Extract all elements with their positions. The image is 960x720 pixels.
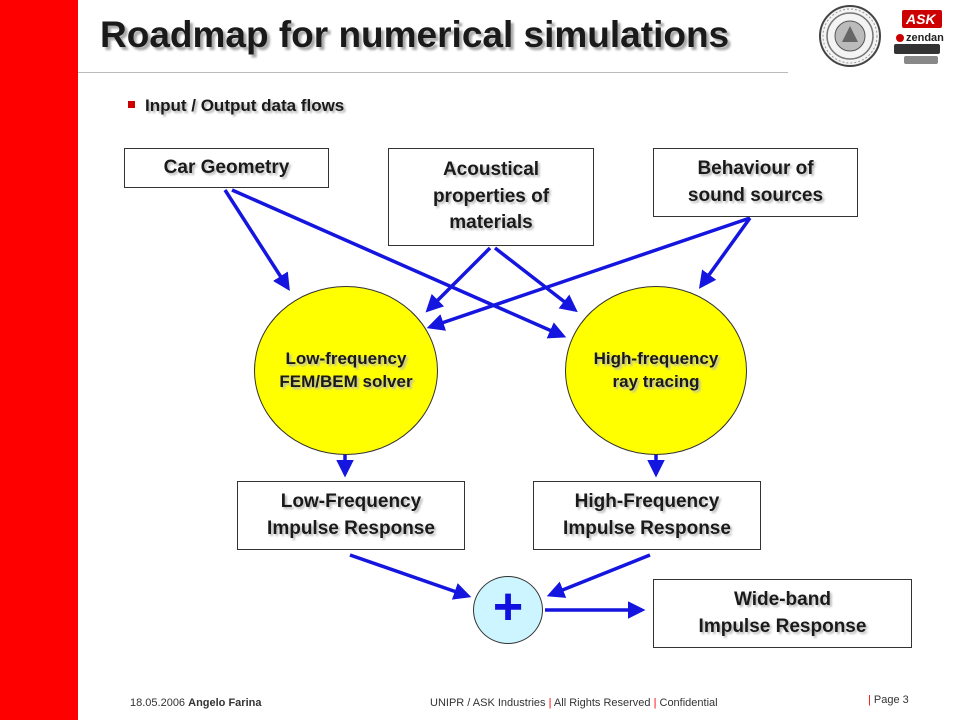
footer-separator: | — [653, 697, 657, 709]
left-red-bar — [0, 0, 78, 720]
header-divider — [78, 72, 788, 73]
arrow-geometry-to-high — [231, 188, 567, 339]
bullet-square-icon — [128, 101, 135, 109]
wideband-ir-box: Wide-band Impulse Response — [653, 579, 912, 648]
footer-page: | Page 3 — [868, 694, 909, 706]
low-frequency-solver-label: Low-frequency FEM/BEM solver — [279, 348, 413, 391]
footer-rights-text: All Rights Reserved — [553, 697, 651, 709]
arrow-geometry-to-low — [223, 189, 290, 291]
footer-separator: | — [548, 697, 552, 709]
ask-zendan-logo: ASK zendan — [888, 8, 952, 68]
acoustical-properties-label: Acoustical properties of materials — [432, 159, 550, 234]
low-frequency-solver-node: Low-frequency FEM/BEM solver — [254, 286, 438, 455]
footer-separator: | — [868, 694, 871, 706]
bullet-text: Input / Output data flows — [145, 96, 345, 115]
arrow-acoustical-to-high — [493, 246, 578, 313]
footer-page-number: Page 3 — [873, 694, 909, 706]
arrow-lowir-to-sum — [349, 553, 472, 600]
footer-rights: UNIPR / ASK Industries | All Rights Rese… — [430, 697, 718, 709]
university-seal-logo — [819, 5, 881, 67]
wideband-ir-label: Wide-band Impulse Response — [698, 588, 867, 637]
sum-node: + — [473, 576, 543, 644]
acoustical-properties-box: Acoustical properties of materials — [388, 148, 594, 246]
footer-confidential: Confidential — [659, 697, 718, 709]
high-frequency-ir-box: High-Frequency Impulse Response — [533, 481, 761, 550]
car-geometry-box: Car Geometry — [124, 148, 329, 188]
car-geometry-label: Car Geometry — [163, 156, 290, 178]
behaviour-sound-sources-box: Behaviour of sound sources — [653, 148, 858, 217]
arrow-acoustical-to-low — [425, 246, 492, 313]
brand-ask-text: ASK — [906, 11, 936, 27]
footer-author: Angelo Farina — [188, 697, 262, 709]
slide-title: Roadmap for numerical simulations — [100, 14, 730, 55]
arrow-behaviour-to-low — [426, 216, 751, 331]
low-frequency-ir-box: Low-Frequency Impulse Response — [237, 481, 465, 550]
footer-date-author: 18.05.2006 Angelo Farina — [130, 697, 261, 709]
footer-org: UNIPR / ASK Industries — [430, 697, 546, 709]
high-frequency-solver-label: High-frequency ray tracing — [593, 348, 719, 391]
plus-icon: + — [492, 578, 524, 636]
behaviour-sound-sources-label: Behaviour of sound sources — [687, 157, 824, 206]
high-frequency-ir-label: High-Frequency Impulse Response — [563, 490, 731, 539]
footer-date: 18.05.2006 — [130, 697, 186, 709]
arrow-highir-to-sum — [546, 553, 651, 598]
brand-zendan-text: zendan — [906, 32, 944, 44]
high-frequency-solver-node: High-frequency ray tracing — [565, 286, 747, 455]
low-frequency-ir-label: Low-Frequency Impulse Response — [267, 490, 435, 539]
bullet-item: Input / Output data flows — [128, 96, 344, 116]
arrow-behaviour-to-high — [698, 216, 752, 289]
